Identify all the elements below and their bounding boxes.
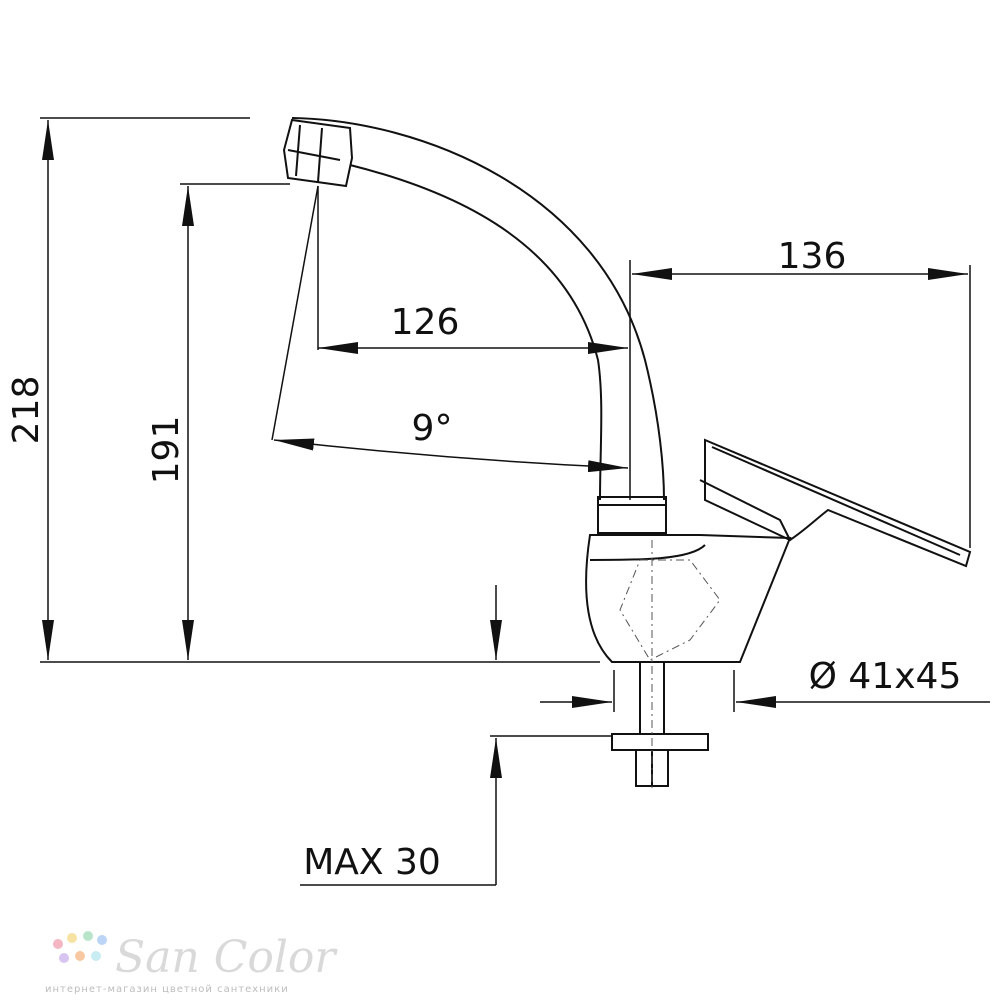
spout-tip [282, 118, 354, 188]
logo-dot [83, 931, 93, 941]
extension-lines [40, 117, 971, 886]
dim-arc-9deg [273, 438, 629, 473]
spout-arc-inner [349, 164, 603, 501]
watermark-logo: San Color интернет-магазин цветной санте… [45, 931, 338, 995]
center-lines [317, 186, 721, 790]
label-218: 218 [6, 376, 47, 445]
mixer-body [585, 534, 792, 663]
logo-dot [91, 951, 101, 961]
logo-brand: San Color [115, 932, 338, 983]
spout-arc-outer [291, 117, 665, 501]
logo-dot [75, 951, 85, 961]
logo-dot [53, 939, 63, 949]
swivel-collar [597, 496, 667, 534]
label-9-degrees: 9° [412, 408, 453, 449]
label-136: 136 [778, 236, 847, 277]
faucet-body [282, 117, 972, 787]
logo-dots [53, 931, 107, 963]
label-126: 126 [391, 302, 460, 343]
dimension-lines [42, 120, 990, 885]
label-base-diameter: Ø 41x45 [809, 656, 962, 697]
logo-tagline: интернет-магазин цветной сантехники [45, 984, 289, 995]
logo-dot [97, 935, 107, 945]
logo-dot [59, 953, 69, 963]
fixing-plate [611, 733, 709, 751]
logo-dot [67, 933, 77, 943]
label-191: 191 [146, 416, 187, 485]
label-max-30: MAX 30 [303, 842, 441, 883]
